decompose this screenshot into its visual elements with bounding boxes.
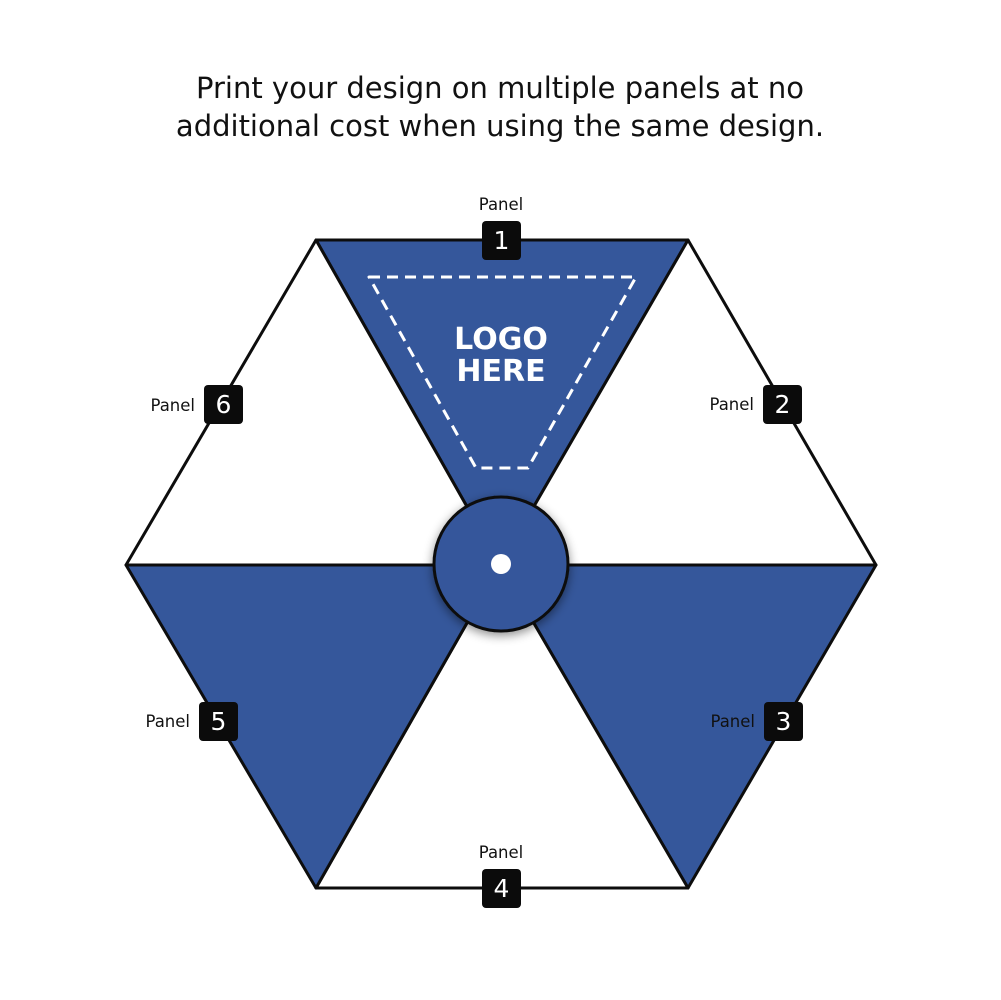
panel-5-number: 5 xyxy=(211,707,227,736)
panel-3-number: 3 xyxy=(776,707,792,736)
panel-6-badge xyxy=(204,385,243,424)
headline-line-1: Print your design on multiple panels at … xyxy=(196,71,804,105)
panel-4-number: 4 xyxy=(494,874,510,903)
panel-3-label: Panel xyxy=(710,712,755,731)
panel-2-number: 2 xyxy=(775,390,791,419)
headline-line-2: additional cost when using the same desi… xyxy=(176,109,824,143)
panel-2-badge xyxy=(763,385,802,424)
logo-placeholder-line-2: HERE xyxy=(456,354,545,389)
panel-4-badge xyxy=(482,869,521,908)
logo-print-area xyxy=(367,275,638,470)
panel-4-label: Panel xyxy=(479,843,524,862)
panel-1-label: Panel xyxy=(479,195,524,214)
panel-1-number: 1 xyxy=(494,226,510,255)
panel-1-badge xyxy=(482,221,521,260)
panel-3-badge xyxy=(764,702,803,741)
center-pole-dot xyxy=(491,554,511,574)
panel-5-label: Panel xyxy=(145,712,190,731)
logo-placeholder-line-1: LOGO xyxy=(454,322,548,357)
panel-2-label: Panel xyxy=(709,395,754,414)
panel-5-badge xyxy=(199,702,238,741)
panel-6-number: 6 xyxy=(216,390,232,419)
panel-6-label: Panel xyxy=(150,396,195,415)
